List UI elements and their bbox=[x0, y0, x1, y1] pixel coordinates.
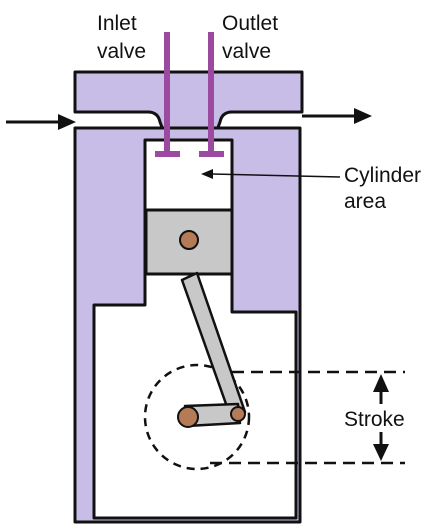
piston-pin bbox=[179, 230, 199, 250]
exhaust-arrow-head bbox=[354, 108, 372, 124]
inlet-valve-head bbox=[155, 151, 180, 157]
inlet-valve-label-line1: Inlet bbox=[97, 12, 137, 35]
stroke-label: Stroke bbox=[344, 408, 405, 431]
crank-pin bbox=[177, 406, 199, 428]
cylinder-pointer-line bbox=[211, 173, 341, 178]
intake-arrow-head bbox=[58, 114, 76, 130]
outlet-valve-label-line2: valve bbox=[222, 40, 271, 63]
outlet-valve-stem bbox=[208, 32, 214, 154]
inlet-valve-label-line2: valve bbox=[97, 40, 146, 63]
engine-block bbox=[73, 126, 302, 524]
stroke-arrow-up-head bbox=[373, 374, 389, 392]
cylinder-area-label-line2: area bbox=[344, 190, 386, 213]
crank-circle bbox=[143, 363, 251, 471]
cylinder-area-label-line1: Cylinder bbox=[344, 164, 421, 187]
outlet-valve-label-line1: Outlet bbox=[222, 12, 278, 35]
inlet-valve-stem bbox=[164, 32, 170, 154]
crank-rod-pin bbox=[230, 406, 246, 422]
outlet-valve-head bbox=[199, 151, 224, 157]
cylinder-pointer-head bbox=[201, 169, 213, 179]
stroke-arrow-down-head bbox=[373, 444, 389, 461]
